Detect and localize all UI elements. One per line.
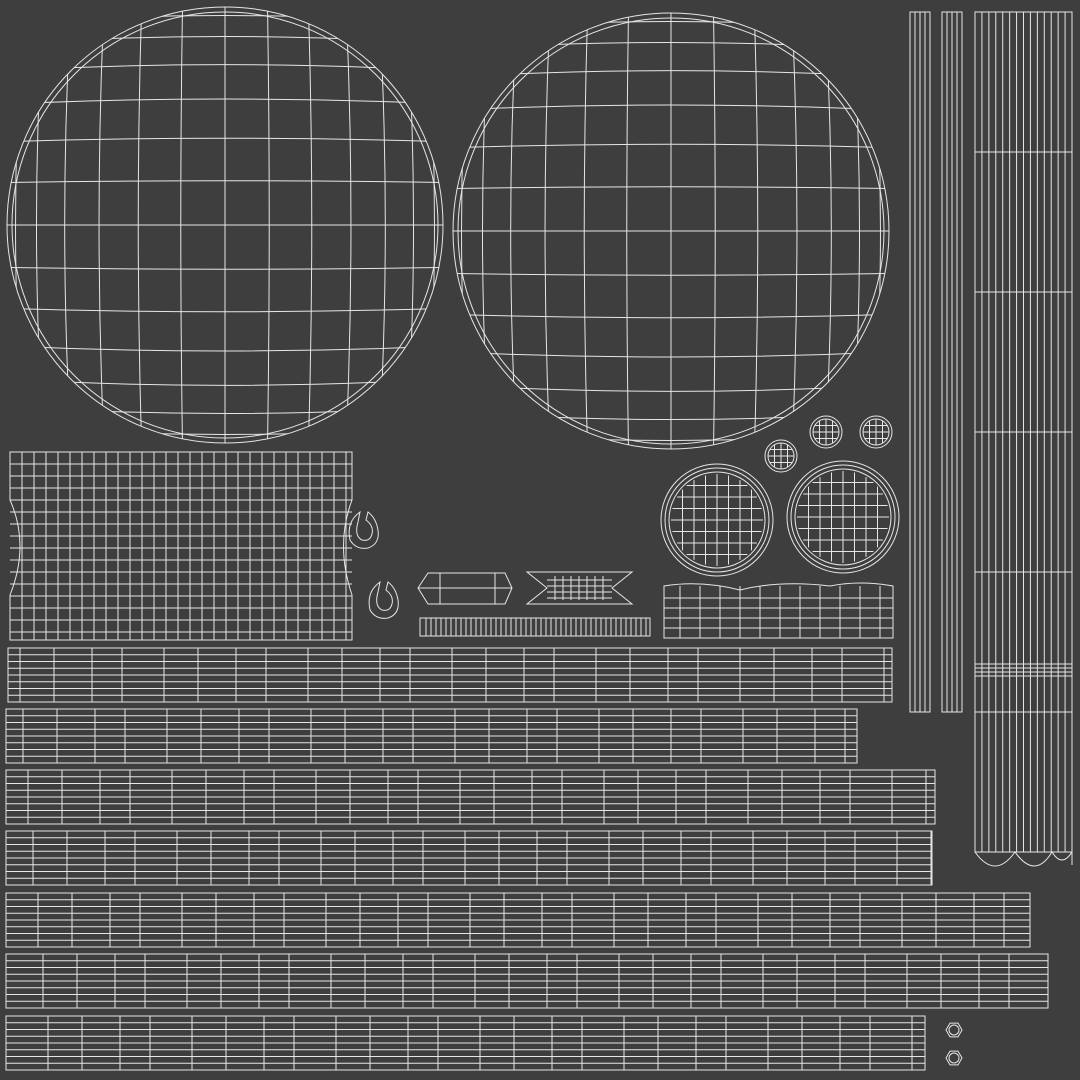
long-strip-7 (5, 1015, 926, 1071)
long-strip-3 (5, 769, 936, 825)
bowtie (525, 571, 634, 605)
hook-2 (368, 580, 399, 619)
vertical-strip-1 (909, 11, 931, 713)
hexagon-2 (945, 1050, 963, 1066)
small-circle-1 (764, 439, 798, 473)
ring-right (786, 460, 900, 574)
small-circle-2 (809, 415, 843, 449)
capsule (417, 572, 513, 605)
grid-patch (9, 451, 353, 641)
sphere-left (6, 6, 444, 444)
sphere-right (452, 12, 890, 450)
long-strip-4 (5, 830, 933, 886)
vertical-strip-wide (974, 11, 1073, 867)
ring-left (660, 463, 774, 577)
long-strip-6 (5, 953, 1049, 1009)
hook-1 (348, 510, 379, 549)
long-strip-2 (5, 708, 858, 764)
long-strip-5 (5, 892, 1031, 948)
small-circle-3 (859, 415, 893, 449)
wavy-strip (663, 582, 894, 639)
long-strip-1 (7, 647, 893, 703)
vertical-strip-2 (941, 11, 963, 713)
hexagon-1 (945, 1022, 963, 1038)
thin-strip (419, 617, 651, 637)
